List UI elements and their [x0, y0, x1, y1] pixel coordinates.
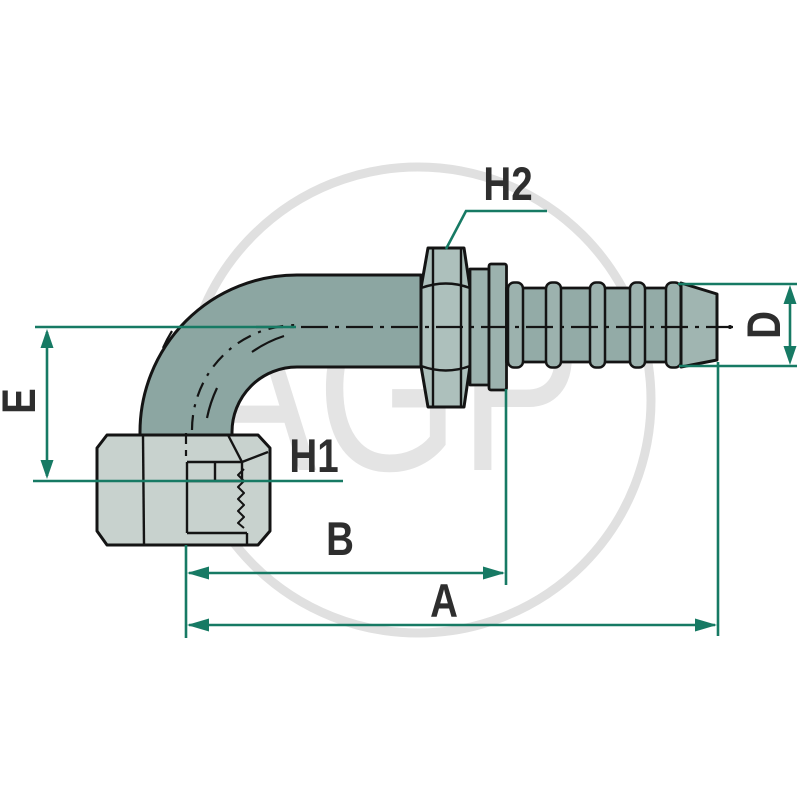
- label-b: B: [326, 513, 354, 565]
- arrow-a-left: [187, 618, 209, 632]
- watermark: AGP: [180, 162, 656, 638]
- bend-surface-lines: [161, 330, 285, 419]
- barb-rib: [588, 281, 607, 369]
- barb-rib: [506, 281, 525, 369]
- arrow-d-down: [783, 346, 797, 365]
- arrow-d-up: [783, 285, 797, 304]
- barb-rib: [664, 281, 683, 369]
- arrow-a-right: [695, 618, 717, 632]
- nut-facet-line: [226, 434, 244, 463]
- surface-line: [205, 387, 218, 419]
- arrow-e-up: [40, 329, 54, 348]
- fitting-body: [95, 246, 733, 547]
- arrow-e-down: [40, 460, 54, 479]
- label-d: D: [738, 311, 790, 339]
- elbow-tube-body: [138, 273, 423, 437]
- dimension-labels: H2 H1 E D B A: [0, 158, 791, 627]
- leader-h2: [444, 209, 547, 250]
- hex-chamfer-curve: [420, 282, 471, 290]
- swivel-nut-h1: [95, 433, 272, 547]
- barb-tip-cone: [679, 281, 719, 369]
- thread-zigzag: [237, 468, 245, 529]
- label-a: A: [430, 575, 458, 627]
- hex-chamfer-curve: [420, 364, 471, 372]
- centerline-end-dot: [728, 325, 732, 329]
- barb-rib: [544, 281, 563, 369]
- cut-detail-line: [241, 450, 269, 464]
- surface-line: [161, 330, 173, 349]
- dimension-lines: [33, 209, 797, 638]
- label-h2: H2: [483, 158, 532, 210]
- dimension-arrowheads: [40, 285, 797, 632]
- barb-rib: [628, 281, 647, 369]
- label-h1: H1: [289, 430, 338, 482]
- arrow-b-right: [483, 566, 505, 580]
- arrow-b-left: [187, 566, 209, 580]
- nut-facet-line: [141, 435, 146, 545]
- label-e: E: [0, 388, 46, 414]
- surface-line: [251, 334, 285, 353]
